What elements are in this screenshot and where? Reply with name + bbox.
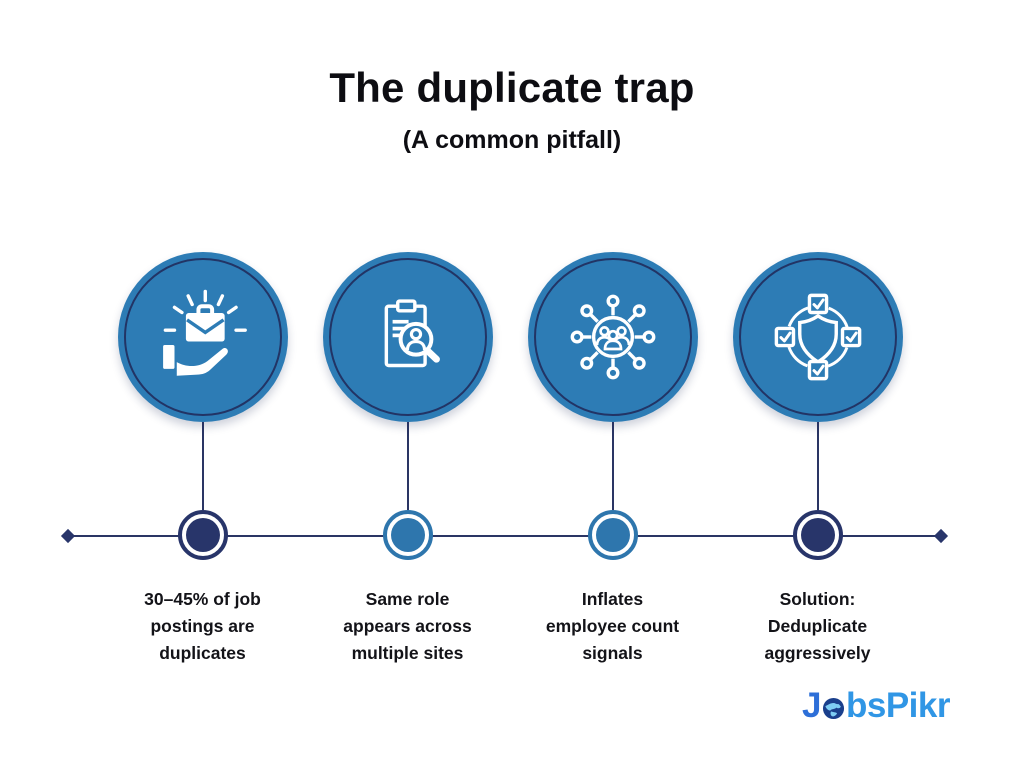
briefcase-hand-icon bbox=[162, 289, 247, 376]
timeline-node bbox=[792, 510, 843, 560]
step-label-line: Inflates bbox=[581, 589, 644, 609]
step-label-line: postings are bbox=[150, 616, 255, 636]
step-label-line: signals bbox=[582, 643, 643, 663]
step-label-line: duplicates bbox=[159, 643, 246, 663]
step-label: Inflates employee count signals bbox=[546, 586, 679, 667]
timeline-left-diamond bbox=[60, 528, 76, 544]
step-label: Solution: Deduplicate aggressively bbox=[764, 586, 870, 667]
timeline-line bbox=[70, 535, 942, 537]
step-connector-line bbox=[201, 422, 204, 510]
step-label-line: Same role bbox=[365, 589, 450, 609]
step-label-line: multiple sites bbox=[351, 643, 464, 663]
timeline-node-core bbox=[595, 518, 630, 552]
header: The duplicate trap (A common pitfall) bbox=[0, 64, 1024, 155]
step-column: Same role appears across multiple sites bbox=[305, 252, 510, 667]
step-circle bbox=[322, 252, 493, 422]
step-connector-line bbox=[816, 422, 819, 510]
timeline-node-core bbox=[185, 518, 220, 552]
step-label: 30–45% of job postings are duplicates bbox=[144, 586, 261, 667]
step-label-line: employee count bbox=[545, 616, 680, 636]
timeline-node-core bbox=[390, 518, 425, 552]
step-label-line: aggressively bbox=[764, 643, 871, 663]
step-label-line: 30–45% of job bbox=[144, 589, 261, 609]
page-title: The duplicate trap bbox=[329, 64, 695, 111]
document-magnifier-icon bbox=[384, 299, 440, 368]
step-circle bbox=[117, 252, 288, 422]
people-network-icon bbox=[570, 294, 655, 380]
step-circle bbox=[732, 252, 903, 422]
timeline-node bbox=[382, 510, 433, 560]
timeline-node bbox=[587, 510, 638, 560]
timeline-node-core bbox=[800, 518, 835, 552]
step-column: Solution: Deduplicate aggressively bbox=[715, 252, 920, 667]
brand-logo: J bsPikr bbox=[802, 686, 950, 726]
step-label-line: Deduplicate bbox=[767, 616, 868, 636]
shield-checkboxes-icon bbox=[774, 293, 861, 381]
step-label: Same role appears across multiple sites bbox=[343, 586, 471, 667]
logo-letters: bsPikr bbox=[845, 686, 951, 725]
step-column: 30–45% of job postings are duplicates bbox=[100, 252, 305, 667]
timeline-node bbox=[177, 510, 228, 560]
step-label-line: appears across bbox=[343, 616, 472, 636]
step-connector-line bbox=[406, 422, 409, 510]
globe-icon bbox=[822, 697, 845, 720]
step-circle bbox=[527, 252, 698, 422]
step-column: Inflates employee count signals bbox=[510, 252, 715, 667]
step-connector-line bbox=[611, 422, 614, 510]
logo-letter-j: J bbox=[802, 686, 821, 725]
steps-row: 30–45% of job postings are duplicates Sa… bbox=[100, 252, 920, 667]
timeline-right-diamond bbox=[933, 528, 949, 544]
step-label-line: Solution: bbox=[779, 589, 856, 609]
timeline bbox=[0, 528, 1024, 544]
page-subtitle: (A common pitfall) bbox=[402, 126, 622, 154]
